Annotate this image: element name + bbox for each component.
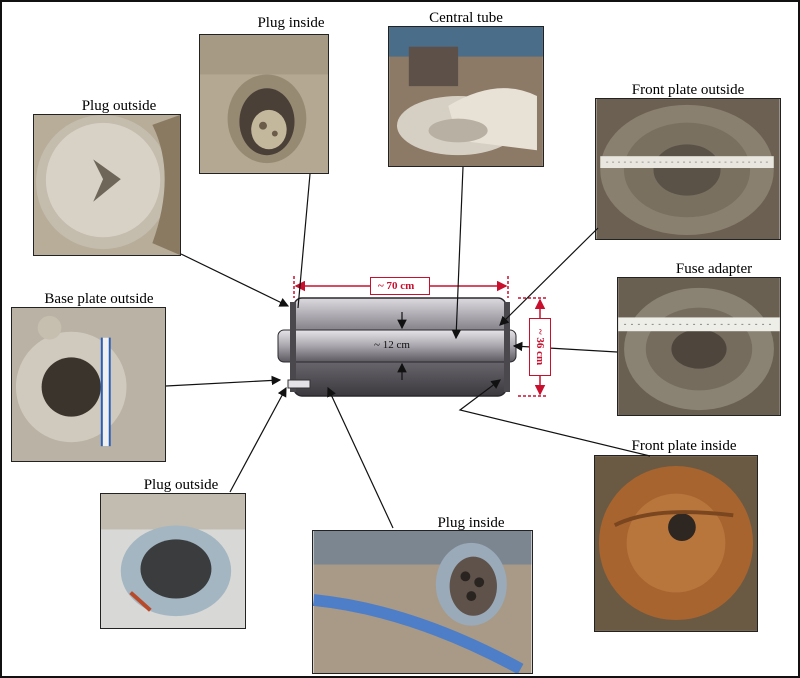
photo-central-tube bbox=[388, 26, 544, 167]
frame-top bbox=[0, 0, 800, 2]
frame-bottom bbox=[0, 676, 800, 678]
connector-front-plate-inside bbox=[458, 379, 651, 457]
frame-right bbox=[798, 0, 800, 678]
caption-front-plate-outside: Front plate outside bbox=[631, 82, 745, 98]
caption-base-plate-outside: Base plate outside bbox=[44, 291, 154, 307]
photo-plug-inside-bottom bbox=[312, 530, 533, 674]
frame-left bbox=[0, 0, 2, 678]
caption-plug-inside-bottom: Plug inside bbox=[437, 515, 505, 531]
caption-plug-outside-bottom: Plug outside bbox=[143, 477, 219, 493]
connector-plug-inside-top bbox=[297, 173, 311, 309]
connector-plug-inside-bottom bbox=[327, 386, 394, 529]
plug-stub bbox=[287, 379, 311, 389]
photo-base-plate-outside bbox=[11, 307, 166, 462]
length-dimension-label: ~ 70 cm bbox=[378, 279, 415, 293]
caption-central-tube: Central tube bbox=[429, 10, 503, 26]
connector-front-plate-outside bbox=[499, 227, 599, 326]
photo-front-plate-inside bbox=[594, 455, 758, 632]
photo-fuse-adapter bbox=[617, 277, 781, 416]
photo-plug-outside-bottom bbox=[100, 493, 246, 629]
left-end-cap bbox=[290, 302, 296, 392]
photo-front-plate-outside bbox=[595, 98, 781, 240]
connector-central-tube bbox=[451, 166, 464, 340]
photo-plug-outside-top bbox=[33, 114, 181, 256]
caption-fuse-adapter: Fuse adapter bbox=[675, 261, 753, 277]
right-end-cap bbox=[504, 302, 510, 392]
tube-dimension-label: ~ 12 cm bbox=[374, 339, 410, 351]
caption-plug-inside-top: Plug inside bbox=[257, 15, 325, 31]
caption-plug-outside-top: Plug outside bbox=[81, 98, 157, 114]
caption-front-plate-inside: Front plate inside bbox=[631, 438, 737, 454]
connector-plug-outside-top bbox=[180, 253, 290, 307]
photo-plug-inside-top bbox=[199, 34, 329, 174]
connector-plug-outside-bottom bbox=[229, 386, 287, 493]
connector-base-plate-outside bbox=[165, 375, 282, 387]
diameter-dimension-label: ~ 36 cm bbox=[533, 328, 547, 366]
